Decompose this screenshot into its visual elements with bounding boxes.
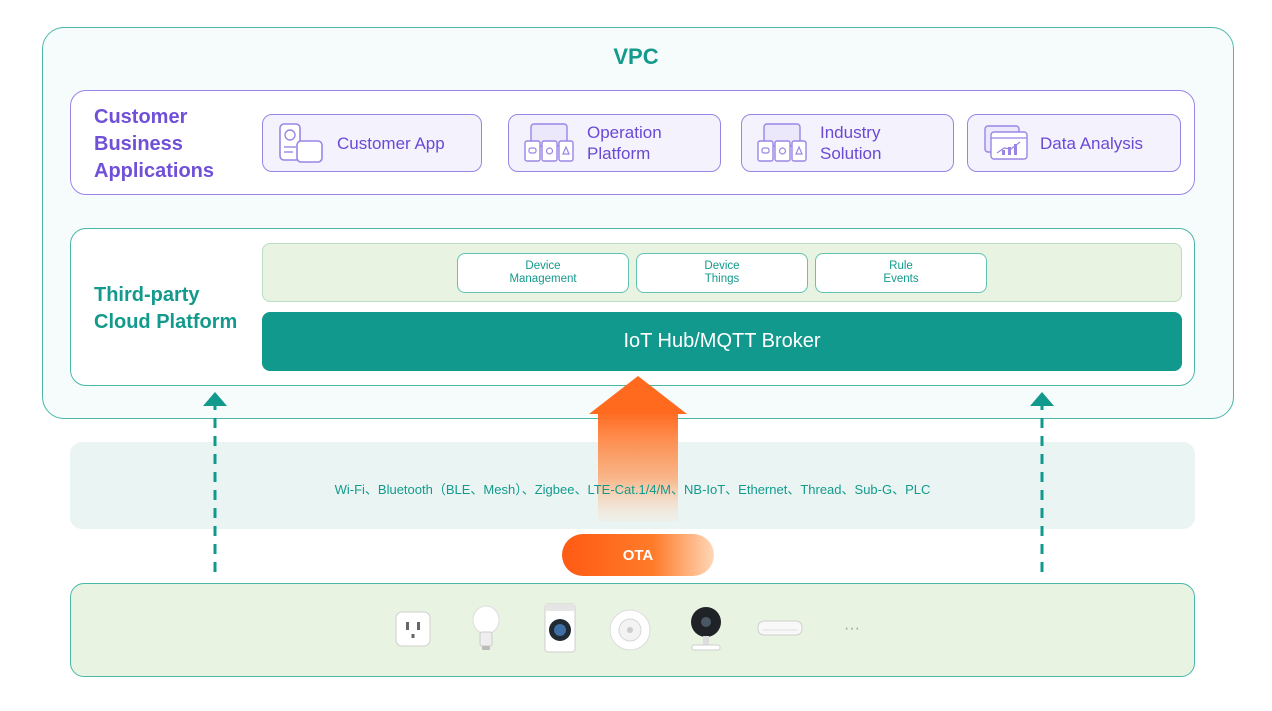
device-icons: ··· xyxy=(395,603,860,653)
app-label: Operation Platform xyxy=(587,122,662,164)
module-label-line: Things xyxy=(704,273,740,285)
left-dashed-arrow xyxy=(203,392,227,572)
right-dashed-arrow xyxy=(1030,392,1054,572)
app-label: Industry Solution xyxy=(820,122,881,164)
gateway-icon xyxy=(757,620,803,636)
module-label-line: Device xyxy=(525,260,561,272)
app-label-line: Operation xyxy=(587,123,662,142)
dashboard-icon xyxy=(757,123,807,162)
dashboard-icon xyxy=(524,123,574,162)
washing-machine-icon xyxy=(544,603,576,653)
app-label-line: Solution xyxy=(820,144,882,163)
module-label-line: Rule xyxy=(889,260,913,272)
module-device-management: Device Management xyxy=(457,253,629,293)
smoke-detector-icon xyxy=(609,609,651,651)
mobile-app-icon xyxy=(279,123,323,163)
ota-badge: OTA xyxy=(562,534,714,576)
app-label-line: Data Analysis xyxy=(1040,133,1143,153)
title-line: Business xyxy=(94,133,183,155)
cloud-platform-title: Third-party Cloud Platform xyxy=(94,282,264,336)
app-label: Data Analysis xyxy=(1040,133,1143,154)
module-label-line: Management xyxy=(509,273,577,285)
vpc-title: VPC xyxy=(613,44,659,69)
title-line: Applications xyxy=(94,160,215,182)
module-rule-events: Rule Events xyxy=(815,253,987,293)
app-label-line: Customer App xyxy=(337,133,445,153)
app-card-customer-app: Customer App xyxy=(262,114,482,172)
app-card-operation-platform: Operation Platform xyxy=(508,114,721,172)
app-card-data-analysis: Data Analysis xyxy=(967,114,1181,172)
iot-hub-broker: IoT Hub/MQTT Broker xyxy=(262,312,1182,371)
protocols-text: Wi-Fi、Bluetooth（BLE、Mesh）、Zigbee、LTE-Cat… xyxy=(334,482,931,497)
title-line: Third-party xyxy=(94,284,200,306)
app-label: Customer App xyxy=(337,133,445,154)
title-line: Customer xyxy=(94,106,188,128)
title-line: Cloud Platform xyxy=(94,311,238,333)
smart-bulb-icon xyxy=(472,605,500,650)
module-label-line: Events xyxy=(883,273,919,285)
chart-window-icon xyxy=(984,125,1028,160)
smart-plug-icon xyxy=(395,611,431,647)
app-label-line: Industry xyxy=(820,123,881,142)
app-card-industry-solution: Industry Solution xyxy=(741,114,954,172)
business-applications-title: Customer Business Applications xyxy=(94,104,254,185)
module-device-things: Device Things xyxy=(636,253,808,293)
module-label-line: Device xyxy=(704,260,740,272)
app-label-line: Platform xyxy=(587,144,651,163)
more-icon: ··· xyxy=(844,620,860,637)
camera-icon xyxy=(691,607,721,651)
ota-upgrade-arrow xyxy=(589,376,687,522)
